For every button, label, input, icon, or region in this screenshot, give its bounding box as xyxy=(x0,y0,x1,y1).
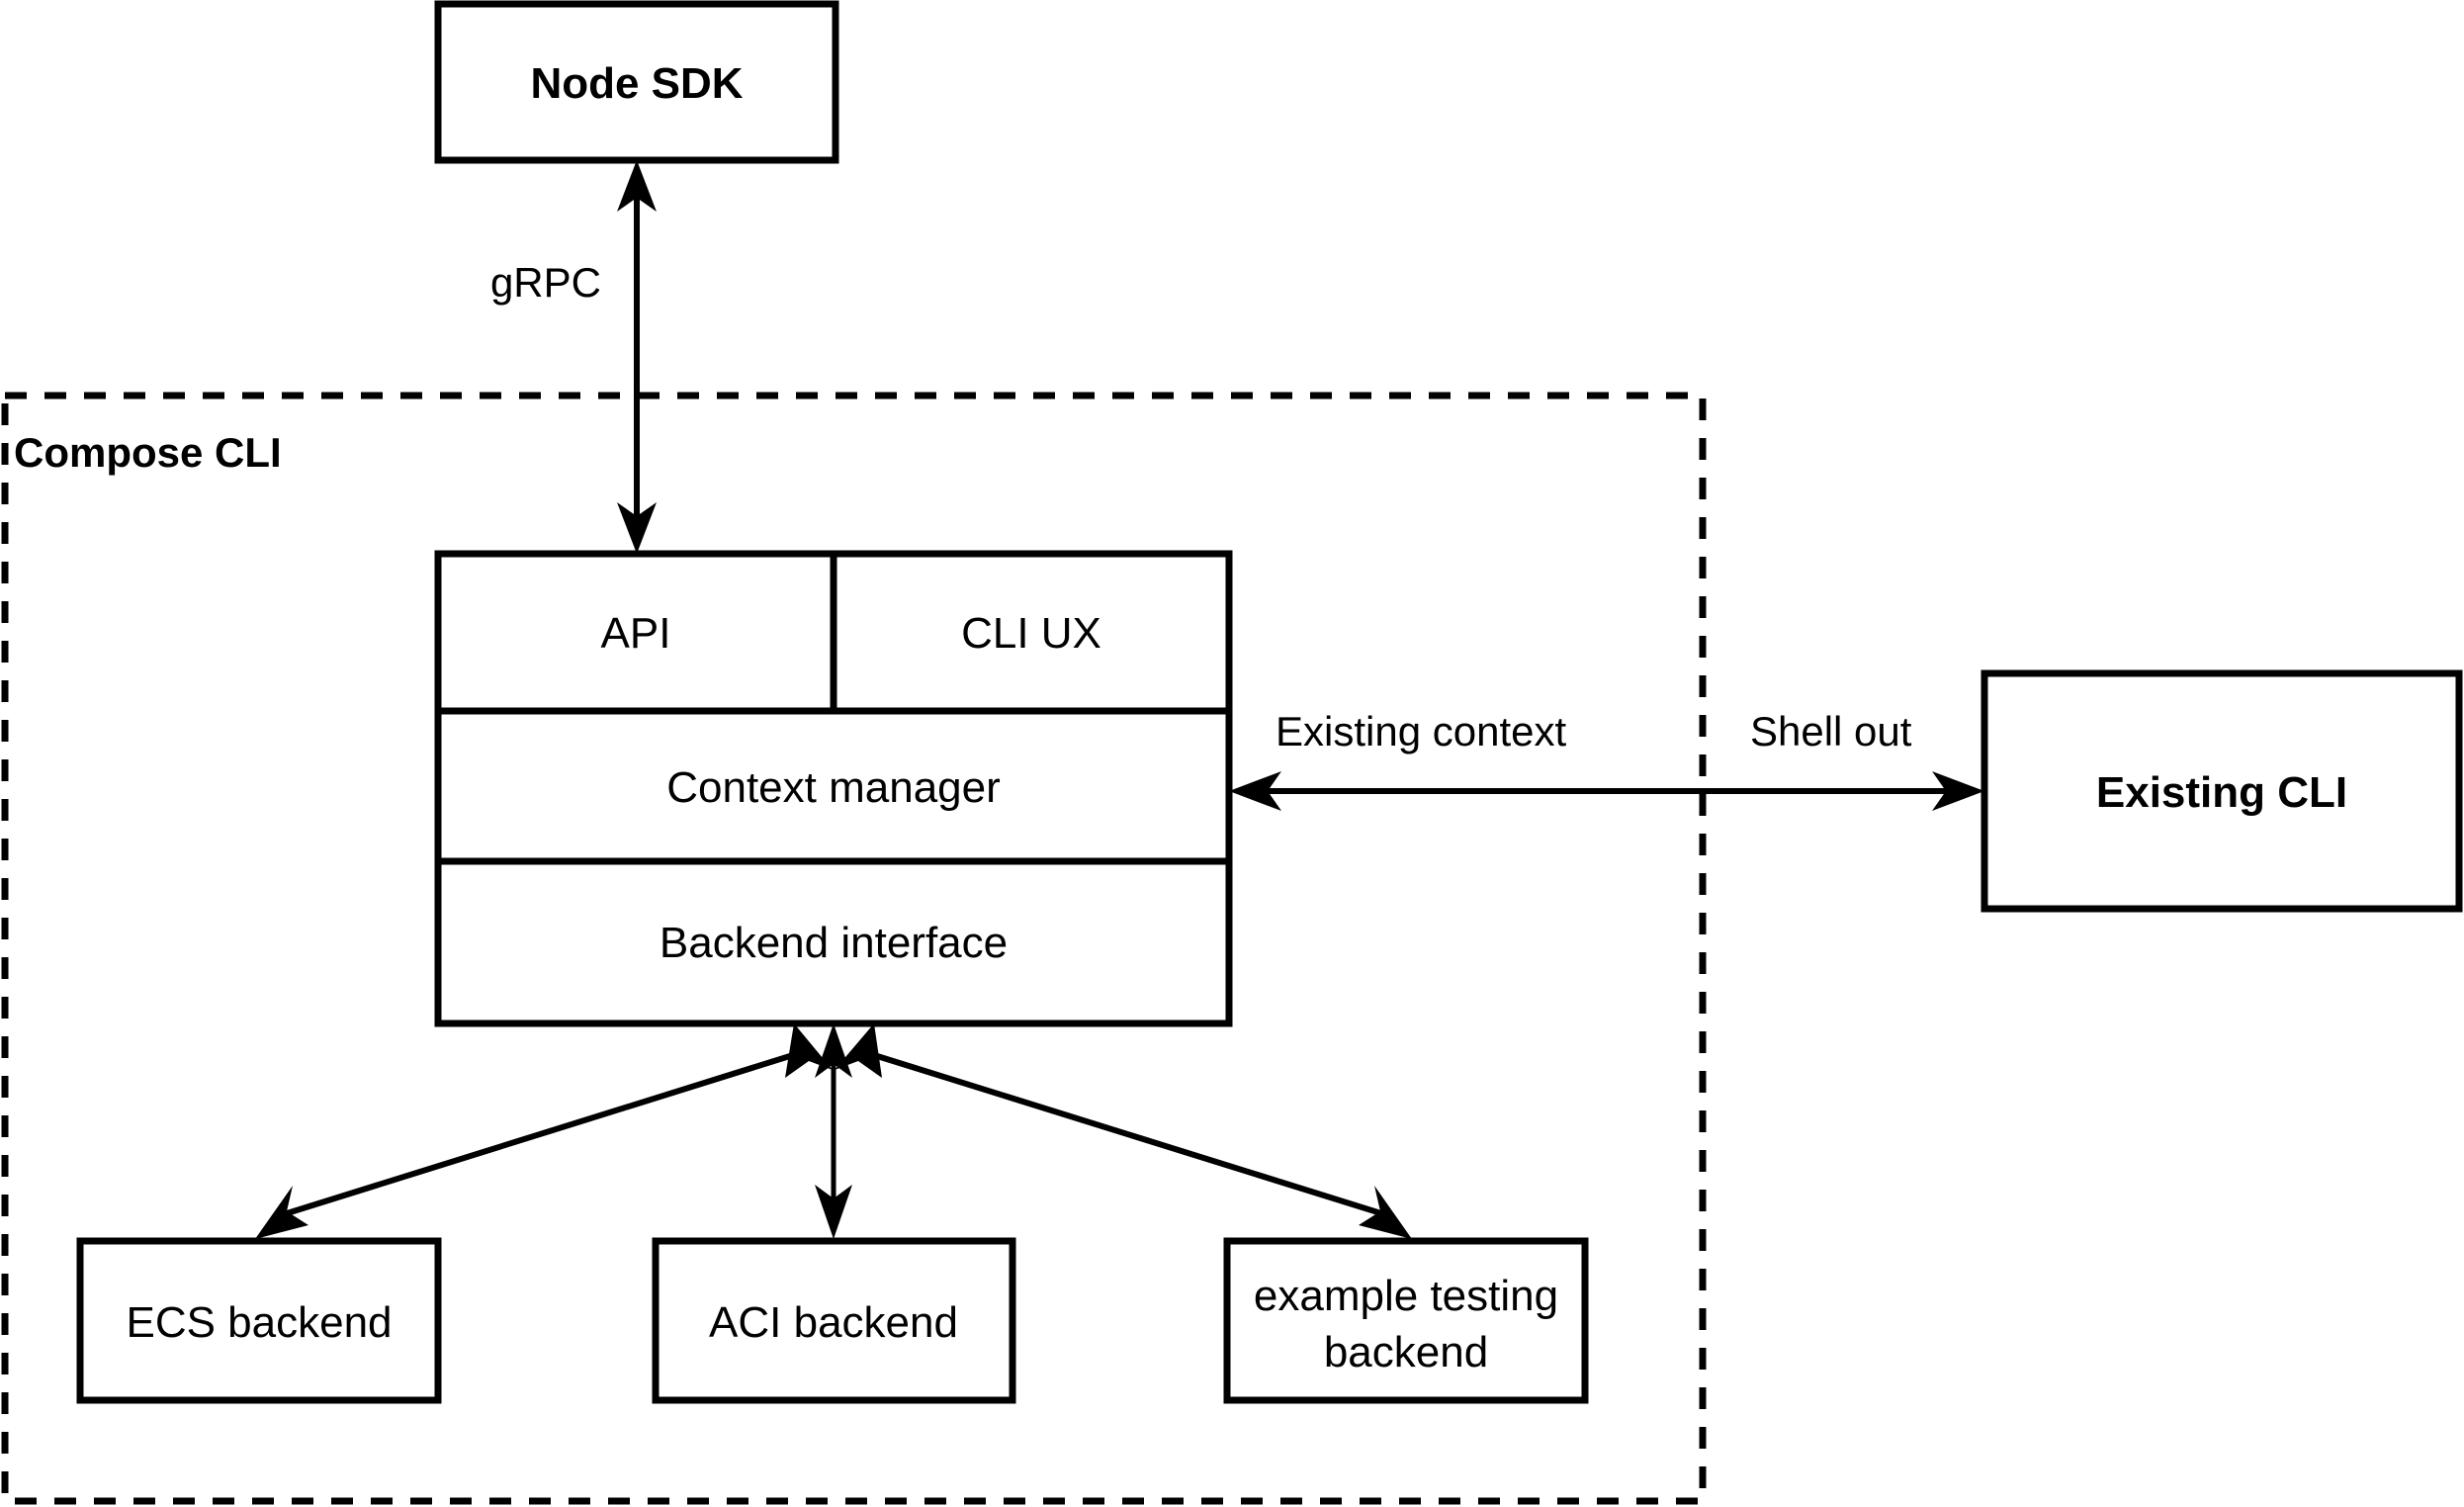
aci-connector-arrowhead-bottom xyxy=(815,1185,852,1239)
example-testing-backend-box[interactable] xyxy=(1223,1237,1589,1404)
cli-ux-label: CLI UX xyxy=(961,609,1101,658)
ecs-connector-line xyxy=(283,1047,810,1217)
grpc-arrowhead-up xyxy=(617,160,657,212)
example-testing-backend-label-line2: backend xyxy=(1324,1328,1488,1376)
example-connector-arrowhead-top xyxy=(835,1023,882,1078)
ecs-backend-box[interactable] xyxy=(76,1237,442,1404)
api-label: API xyxy=(601,609,671,658)
aci-backend-box[interactable] xyxy=(652,1237,1016,1404)
shell-out-arrowhead xyxy=(1932,771,1984,811)
ecs-backend-label: ECS backend xyxy=(126,1298,392,1347)
ecs-connector-arrowhead-bottom xyxy=(255,1186,308,1239)
shell-out-edge-label: Shell out xyxy=(1750,708,1912,754)
backend-interface-label: Backend interface xyxy=(660,919,1008,967)
example-connector-arrowhead-bottom xyxy=(1359,1186,1412,1239)
existing-context-edge-label: Existing context xyxy=(1276,708,1566,754)
example-testing-backend-label-line1: example testing xyxy=(1254,1272,1558,1320)
node-sdk-label: Node SDK xyxy=(530,59,743,108)
grpc-edge-label: gRPC xyxy=(490,259,601,306)
node-sdk-box[interactable] xyxy=(434,0,839,164)
existing-cli-box[interactable] xyxy=(1980,669,2463,913)
compose-cli-group-label: Compose CLI xyxy=(14,429,282,476)
example-connector-line xyxy=(857,1047,1385,1217)
compose-cli-group-border xyxy=(1,392,1707,1505)
existing-cli-label: Existing CLI xyxy=(2096,768,2347,817)
existing-context-arrowhead xyxy=(1229,771,1281,811)
grpc-arrowhead-down xyxy=(617,502,657,554)
aci-backend-label: ACI backend xyxy=(709,1298,958,1347)
context-manager-label: Context manager xyxy=(666,763,1001,812)
